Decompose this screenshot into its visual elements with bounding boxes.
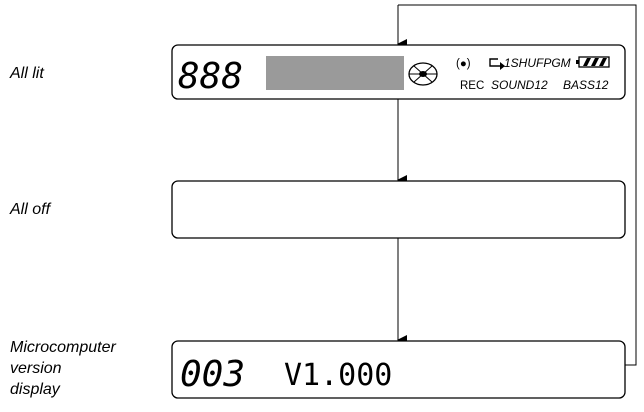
all-off-display <box>171 180 626 239</box>
repeat-arrow-icon <box>489 58 505 70</box>
version-number: V1.000 <box>284 358 392 393</box>
loop-back-connector <box>398 4 637 366</box>
segment-digits: 888 <box>178 56 243 97</box>
version-display: 003 V1.000 <box>171 340 626 399</box>
step-label-line: Microcomputer <box>10 339 116 356</box>
mode-indicators: 1SHUFPGM <box>504 56 571 70</box>
dot-matrix-block <box>266 56 404 90</box>
step-label-line: display <box>10 381 61 398</box>
step-label-all-lit: All lit <box>9 65 44 82</box>
rec-indicator: REC <box>460 80 484 92</box>
display-frame <box>171 340 626 399</box>
sound-indicator: SOUND12 <box>491 78 548 92</box>
battery-icon <box>576 56 610 68</box>
all-lit-display: 888 (●) 1SHUFPGM REC SOUND12 BASS12 <box>171 44 626 100</box>
version-counter: 003 <box>180 354 245 395</box>
bass-indicator: BASS12 <box>563 78 609 92</box>
step-label-line: version <box>10 360 62 377</box>
disc-icon <box>408 62 438 86</box>
step-label-microcomputer-version: Microcomputer version display <box>10 339 120 398</box>
radio-wave-indicator: (●) <box>456 58 471 70</box>
step-label-all-off: All off <box>9 201 52 218</box>
